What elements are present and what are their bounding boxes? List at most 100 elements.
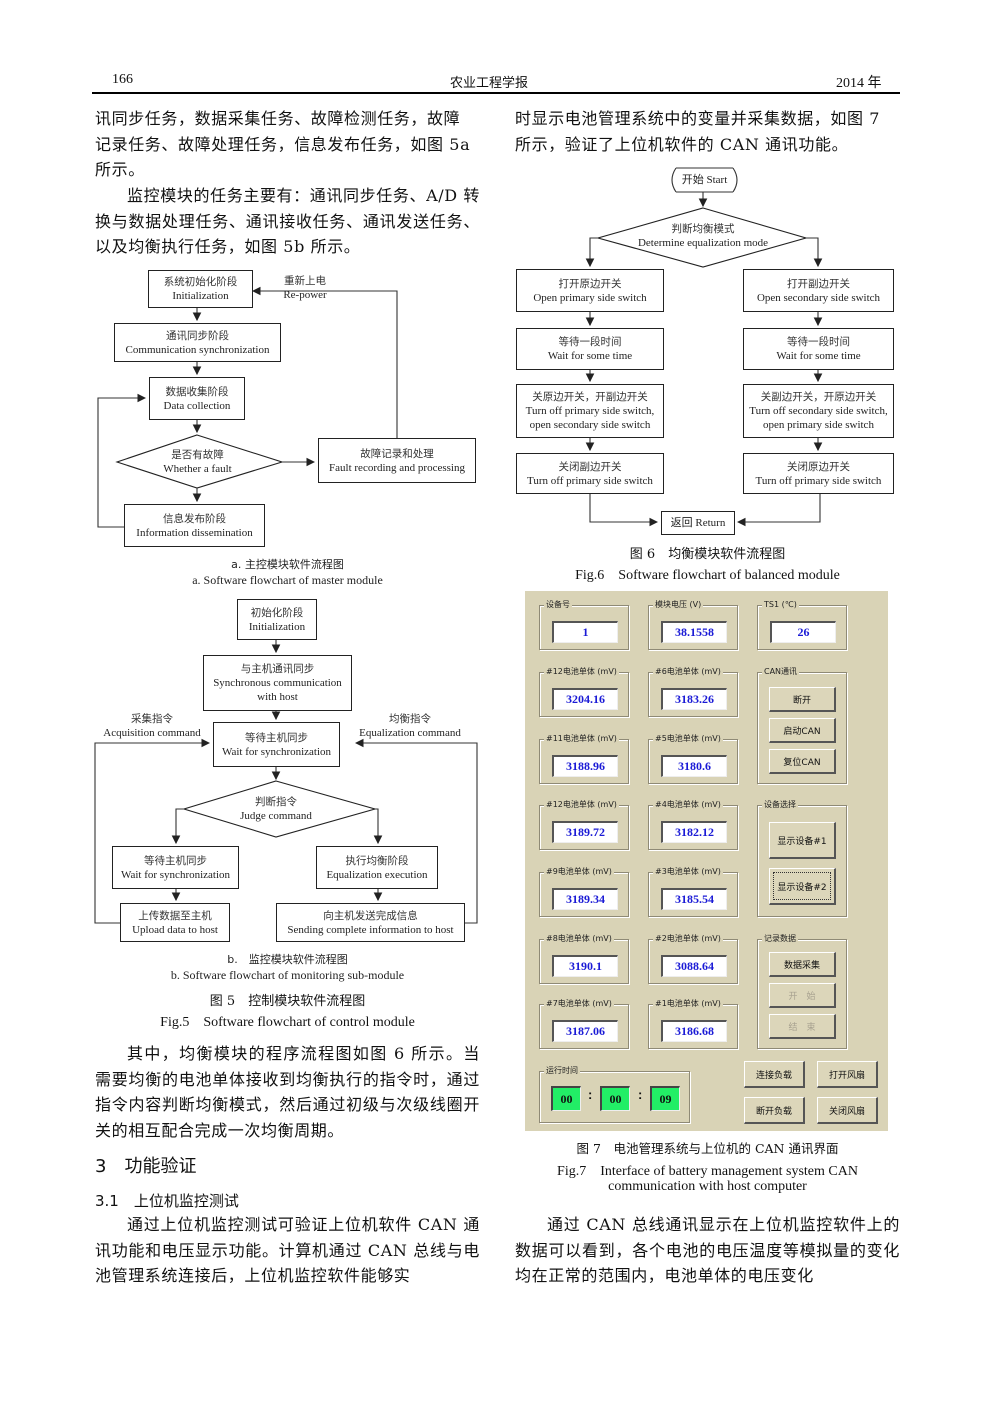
node-label-zh: 关闭副边开关 (558, 460, 622, 473)
node-label-en: Wait for synchronization (221, 745, 332, 758)
node-label-en: Information dissemination (136, 526, 253, 539)
node-label-zh: 通讯同步阶段 (166, 329, 229, 342)
fig5a-node-fault-processing: 故障记录和处理 Fault recording and processing (318, 438, 476, 483)
fig5a-caption-zh: a. 主控模块软件流程图 (231, 558, 344, 571)
fig5a-repower-label: 重新上电 Re-power (265, 274, 345, 302)
node-label-zh: 关闭原边开关 (787, 460, 850, 473)
fig5-caption-zh: 图 5 控制模块软件流程图 (209, 994, 366, 1009)
open-fan-button[interactable]: 打开风扇 (817, 1061, 878, 1088)
text-line: 时显示电池管理系统中的变量并采集数据，如图 7 (515, 109, 881, 128)
group-cell: #8电池单体 (mV) 3190.1 (539, 933, 629, 984)
label-zh: 采集指令 (131, 713, 173, 725)
fig6-left-step-3: 关原边开关，开副边开关 Turn off primary side switch… (516, 384, 664, 438)
group-label: #7电池单体 (mV) (544, 998, 614, 1010)
section-heading: 3 功能验证 (95, 1156, 197, 1177)
time-separator: : (588, 1087, 593, 1102)
fig5a-node-comm-sync: 通讯同步阶段 Communication synchronization (114, 323, 281, 362)
fig5b-node-equalization-execution: 执行均衡阶段 Equalization execution (316, 846, 438, 889)
label-en: Equalization command (359, 727, 461, 739)
group-label: #6电池单体 (mV) (653, 666, 723, 678)
node-label-en: Initialization (172, 290, 229, 302)
show-device-2-button[interactable]: 显示设备#2 (769, 868, 836, 905)
text-line: 所示。 (95, 160, 145, 179)
start-can-button[interactable]: 启动CAN (769, 718, 836, 743)
close-fan-button[interactable]: 关闭风扇 (817, 1097, 878, 1124)
group-cell: #7电池单体 (mV) 3187.06 (539, 998, 629, 1049)
right-paragraph-1: 时显示电池管理系统中的变量并采集数据，如图 7 所示，验证了上位机软件的 CAN… (515, 106, 900, 157)
time-separator: : (638, 1087, 643, 1102)
cell-voltage-field[interactable]: 3185.54 (661, 888, 727, 910)
fig5b-node-send-complete: 向主机发送完成信息 Sending complete information t… (276, 903, 465, 942)
cell-voltage-field[interactable]: 3190.1 (552, 955, 618, 977)
group-label: #12电池单体 (mV) (544, 666, 619, 678)
group-label: 记录数据 (762, 933, 798, 945)
fig5-caption-en: Fig.5 Software flowchart of control modu… (160, 1015, 415, 1030)
node-label-en: Wait for some time (776, 350, 861, 362)
node-label-en: open primary side switch (763, 419, 874, 431)
node-label-en: Turn off primary side switch (755, 474, 882, 487)
device-number-field[interactable]: 1 (552, 621, 618, 643)
cell-voltage-field[interactable]: 3189.72 (552, 821, 618, 843)
group-cell: #6电池单体 (mV) 3183.26 (648, 666, 738, 717)
start-record-button[interactable]: 开 始 (769, 983, 836, 1008)
group-cell: #3电池单体 (mV) 3185.54 (648, 866, 738, 917)
group-label: #11电池单体 (mV) (544, 733, 619, 745)
node-label-zh: 关原边开关，开副边开关 (532, 391, 648, 403)
group-label: #1电池单体 (mV) (653, 998, 723, 1010)
fig5b-caption-en: b. Software flowchart of monitoring sub-… (170, 968, 405, 982)
node-label-en: Initialization (248, 620, 306, 633)
group-cell: #4电池单体 (mV) 3182.12 (648, 799, 738, 850)
cell-voltage-field[interactable]: 3187.06 (552, 1020, 618, 1042)
fig6-caption-zh: 图 6 均衡模块软件流程图 (629, 547, 786, 562)
node-label-zh: 系统初始化阶段 (163, 276, 238, 288)
node-label-zh: 等待一段时间 (558, 336, 622, 348)
fig6-right-step-3: 关副边开关，开原边开关 Turn off secondary side swit… (743, 384, 894, 438)
connect-load-button[interactable]: 连接负载 (744, 1061, 805, 1088)
fig6-return: 返回 Return (661, 511, 735, 535)
group-cell: #5电池单体 (mV) 3180.6 (648, 733, 738, 784)
fig5a-node-initialization: 系统初始化阶段 Initialization (148, 270, 253, 308)
group-label: #9电池单体 (mV) (544, 866, 614, 878)
run-time-seconds: 09 (650, 1086, 680, 1111)
node-label-en: Upload data to host (132, 923, 218, 936)
module-voltage-field[interactable]: 38.1558 (661, 621, 727, 643)
run-time-hours: 00 (551, 1086, 581, 1111)
reset-can-button[interactable]: 复位CAN (769, 749, 836, 774)
group-label: 设备选择 (762, 799, 798, 811)
cell-voltage-field[interactable]: 3180.6 (661, 755, 727, 777)
cell-voltage-field[interactable]: 3204.16 (552, 688, 618, 710)
fig5b-node-upload-data: 上传数据至主机 Upload data to host (120, 903, 230, 942)
node-label-zh: 信息发布阶段 (163, 512, 226, 525)
group-ts1: TS1 (℃) 26 (757, 599, 847, 650)
disconnect-load-button[interactable]: 断开负载 (744, 1097, 805, 1124)
node-label-en: Judge command (240, 810, 312, 822)
cell-voltage-field[interactable]: 3188.96 (552, 755, 618, 777)
cell-voltage-field[interactable]: 3182.12 (661, 821, 727, 843)
node-label-zh: 打开原边开关 (558, 277, 622, 290)
cell-voltage-field[interactable]: 3088.64 (661, 955, 727, 977)
node-label-zh: 判断均衡模式 (671, 223, 735, 235)
stop-record-button[interactable]: 结 束 (769, 1014, 836, 1039)
subsection-heading: 3.1 上位机监控测试 (95, 1192, 239, 1210)
group-cell: #9电池单体 (mV) 3189.34 (539, 866, 629, 917)
group-label: #5电池单体 (mV) (653, 733, 723, 745)
node-label-zh: 与主机通讯同步 (240, 663, 315, 675)
cell-voltage-field[interactable]: 3189.34 (552, 888, 618, 910)
fig5b-node-wait-sync: 等待主机同步 Wait for synchronization (213, 722, 340, 767)
node-label-en: Wait for synchronization (120, 868, 231, 881)
text-line: 所示，验证了上位机软件的 CAN 通讯功能。 (515, 134, 849, 154)
node-label-en: Fault recording and processing (329, 461, 465, 474)
show-device-1-button[interactable]: 显示设备#1 (769, 822, 836, 859)
disconnect-button[interactable]: 断开 (769, 687, 836, 712)
fig5b-caption-zh: b. 监控模块软件流程图 (227, 953, 348, 966)
node-label-en: Data collection (163, 399, 231, 412)
cell-voltage-field[interactable]: 3186.68 (661, 1020, 727, 1042)
fig5b-node-judge-command: 判断指令 Judge command (225, 795, 327, 823)
ts1-field[interactable]: 26 (770, 621, 836, 643)
data-acquisition-button[interactable]: 数据采集 (769, 952, 836, 977)
node-label-en: Turn off primary side switch (527, 474, 653, 487)
right-paragraph-2: 通过 CAN 总线通讯显示在上位机监控软件上的数据可以看到，各个电池的电压温度等… (515, 1215, 900, 1285)
fig6-left-step-4: 关闭副边开关 Turn off primary side switch (516, 453, 664, 494)
cell-voltage-field[interactable]: 3183.26 (661, 688, 727, 710)
